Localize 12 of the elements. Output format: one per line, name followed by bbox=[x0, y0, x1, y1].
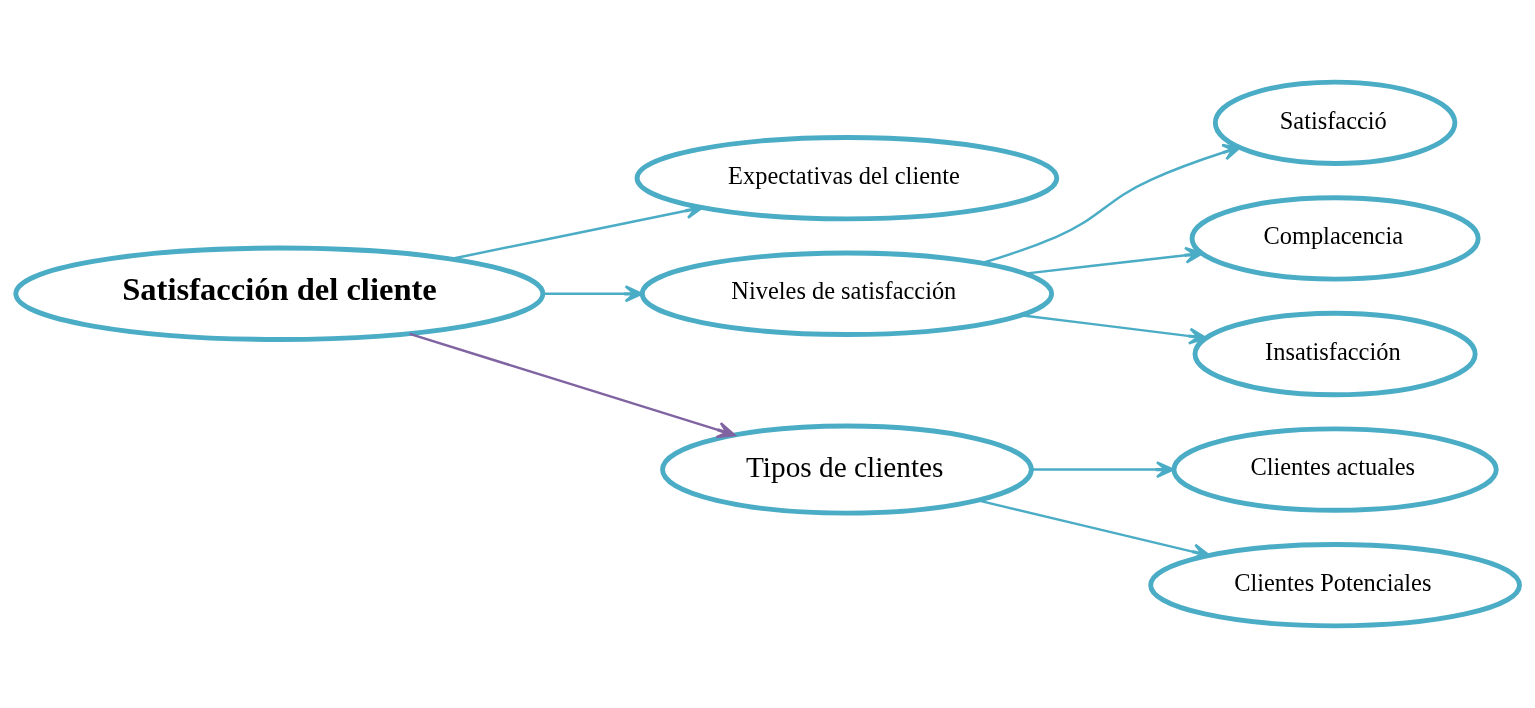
arrow bbox=[543, 285, 644, 303]
node-ellipse: Clientes actuales bbox=[1171, 426, 1499, 513]
node-ellipse: Satisfacció bbox=[1212, 79, 1458, 166]
arrow bbox=[1031, 461, 1175, 479]
node-ellipse: Satisfacción del cliente bbox=[13, 245, 546, 342]
node-ellipse: Niveles de satisfacción bbox=[639, 250, 1055, 337]
node-ellipse: Complacencia bbox=[1189, 195, 1481, 282]
arrow bbox=[409, 332, 736, 439]
node-ellipse: Insatisfacción bbox=[1192, 310, 1478, 398]
arrow bbox=[980, 143, 1242, 265]
arrow bbox=[1020, 313, 1208, 345]
arrow bbox=[451, 202, 704, 260]
